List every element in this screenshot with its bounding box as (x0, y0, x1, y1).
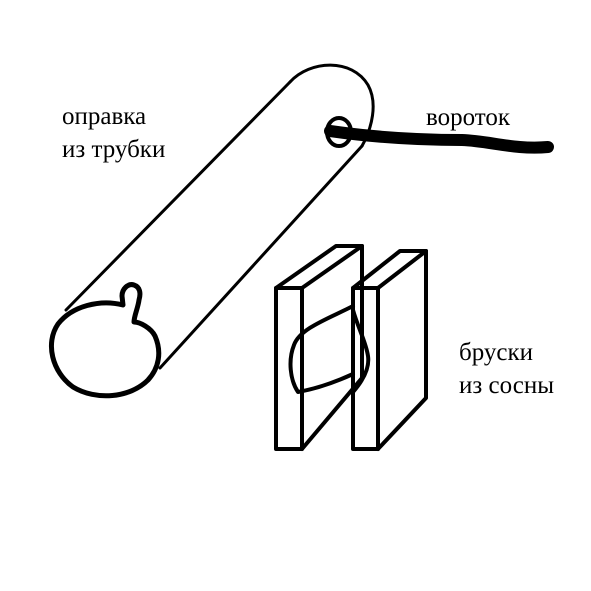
wrench-label: вороток (426, 104, 511, 131)
tube-mandrel (48, 63, 375, 399)
mandrel-label: оправка из трубки (62, 100, 165, 166)
pine-block-right (351, 249, 428, 451)
tube-upper-edge (64, 80, 292, 312)
blocks-label: бруски из сосны (459, 336, 554, 402)
mandrel-label-line-2: из трубки (62, 136, 166, 163)
tube-back-end (288, 63, 375, 148)
blocks-label-line-2: из сосны (459, 372, 554, 399)
wrench-bar (324, 125, 554, 154)
pine-block-left (274, 244, 364, 451)
pine-blocks (274, 244, 428, 451)
tube-end-with-keyway (48, 282, 162, 399)
blocks-label-line-1: бруски (459, 339, 534, 366)
mandrel-label-line-1: оправка (62, 103, 147, 130)
wrench-handle (324, 116, 554, 154)
tube-lower-edge (158, 144, 364, 370)
